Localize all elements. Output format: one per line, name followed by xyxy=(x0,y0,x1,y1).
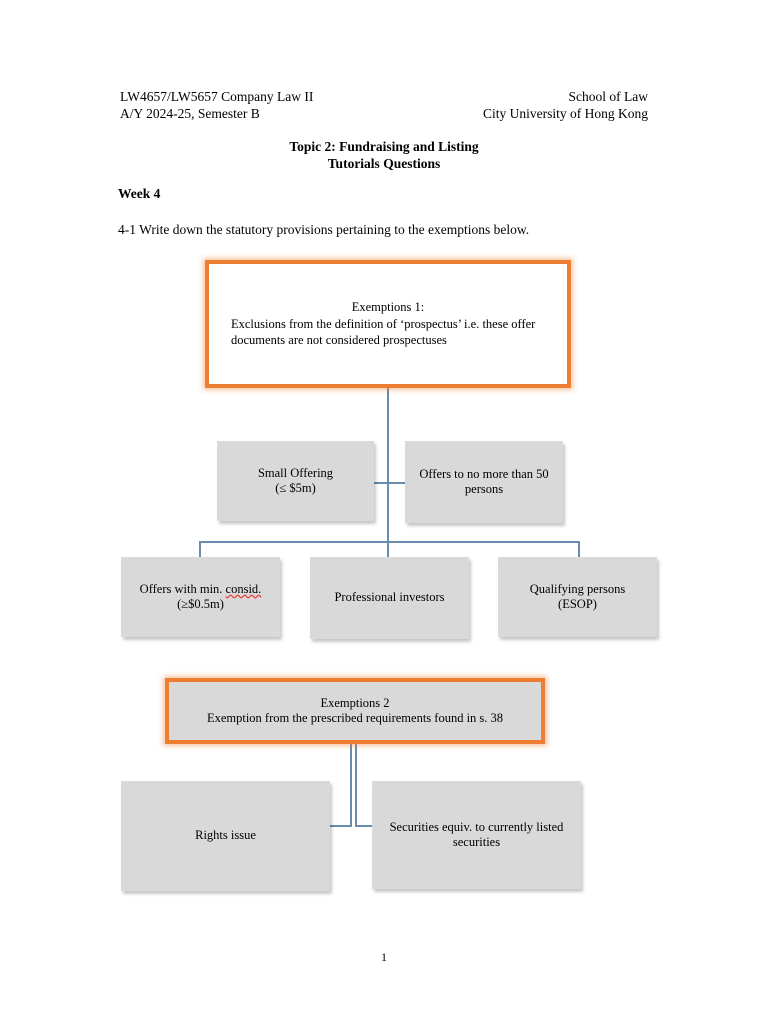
header-row-top: LW4657/LW5657 Company Law II School of L… xyxy=(120,88,648,105)
connector-drop-row3-right xyxy=(578,541,580,558)
connector-stub-row2-right xyxy=(387,482,415,484)
connector-drop-row3-middle xyxy=(387,541,389,558)
connector-trunk-ex2-b xyxy=(355,744,357,826)
node-qualifying-persons[interactable]: Qualifying persons (ESOP) xyxy=(498,557,657,637)
connector-trunk-ex2-a xyxy=(350,744,352,826)
node-exemptions-1-heading: Exemptions 1: xyxy=(351,299,425,314)
node-rights-issue[interactable]: Rights issue xyxy=(121,781,330,891)
node-offers-50-persons-line-1: Offers to no more than 50 xyxy=(419,466,549,481)
node-professional-investors-line-1: Professional investors xyxy=(334,590,445,605)
connector-drop-row3-left xyxy=(199,541,201,558)
school-name: School of Law xyxy=(568,89,648,104)
node-small-offering-line-2: (≤ $5m) xyxy=(275,481,316,495)
node-exemptions-1-body: Exclusions from the definition of ‘prosp… xyxy=(231,317,536,347)
course-code: LW4657/LW5657 Company Law II xyxy=(120,89,314,104)
node-professional-investors[interactable]: Professional investors xyxy=(310,557,469,639)
node-exemptions-2[interactable]: Exemptions 2 Exemption from the prescrib… xyxy=(165,678,545,744)
node-securities-equivalent-line-2: securities xyxy=(452,835,501,849)
node-exemptions-2-heading: Exemptions 2 xyxy=(320,695,390,710)
node-rights-issue-line-1: Rights issue xyxy=(195,828,256,843)
node-small-offering[interactable]: Small Offering (≤ $5m) xyxy=(217,441,374,521)
page-title-line-2: Tutorials Questions xyxy=(327,156,441,171)
node-exemptions-1-content: Exemptions 1: Exclusions from the defini… xyxy=(209,300,567,349)
node-offers-min-consideration-line-1: Offers with min. consid. xyxy=(140,582,262,598)
node-qualifying-persons-line-2: (ESOP) xyxy=(558,597,597,611)
node-offers-min-consideration[interactable]: Offers with min. consid. (≥$0.5m) xyxy=(121,557,280,637)
connector-stub-row4-right xyxy=(355,825,373,827)
header-row-bottom: A/Y 2024-25, Semester B City University … xyxy=(120,105,648,122)
node-offers-min-consideration-misspelling: consid. xyxy=(225,581,262,596)
question-text: 4-1 Write down the statutory provisions … xyxy=(118,222,530,237)
page-number: 1 xyxy=(381,950,387,964)
node-offers-min-consideration-line-2: (≥$0.5m) xyxy=(177,597,224,611)
university-name: City University of Hong Kong xyxy=(483,106,648,121)
node-exemptions-2-body: Exemption from the prescribed requiremen… xyxy=(206,711,504,725)
academic-year: A/Y 2024-25, Semester B xyxy=(120,106,260,121)
node-securities-equivalent-line-1: Securities equiv. to currently listed xyxy=(389,819,564,834)
node-small-offering-line-1: Small Offering xyxy=(257,465,334,480)
node-exemptions-1[interactable]: Exemptions 1: Exclusions from the defini… xyxy=(205,260,571,388)
page-title-line-1: Topic 2: Fundraising and Listing xyxy=(289,139,479,154)
node-offers-50-persons-line-2: persons xyxy=(464,482,504,496)
node-qualifying-persons-line-1: Qualifying persons xyxy=(529,581,626,596)
node-offers-50-persons[interactable]: Offers to no more than 50 persons xyxy=(405,441,563,523)
connector-bus-row3 xyxy=(199,541,579,543)
connector-trunk-ex1 xyxy=(387,388,389,543)
connector-stub-row2-left xyxy=(362,482,388,484)
week-heading: Week 4 xyxy=(118,186,161,201)
node-offers-min-consideration-line-1a: Offers with min. xyxy=(139,581,226,596)
node-securities-equivalent[interactable]: Securities equiv. to currently listed se… xyxy=(372,781,581,889)
connector-stub-row4-left xyxy=(330,825,352,827)
